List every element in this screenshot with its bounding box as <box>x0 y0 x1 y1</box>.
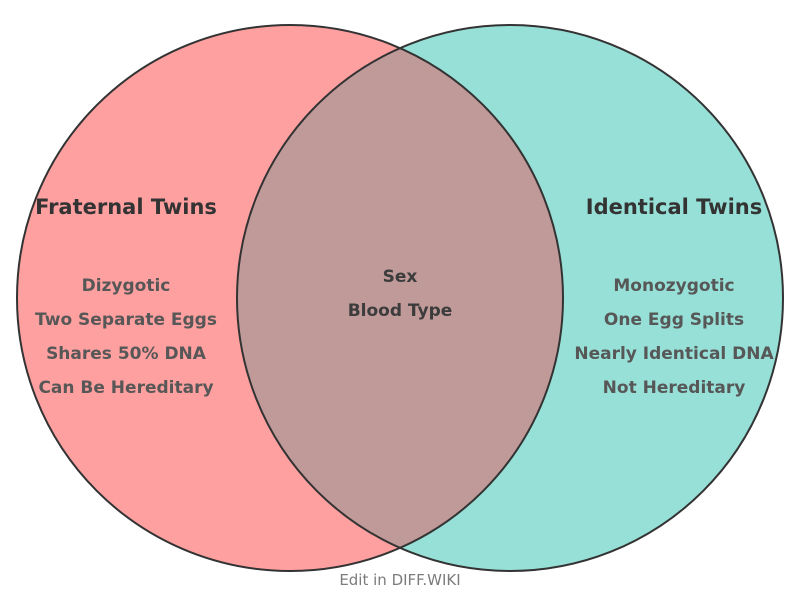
list-item: Can Be Hereditary <box>38 378 214 398</box>
list-item: Shares 50% DNA <box>46 344 206 364</box>
left-circle-outline <box>16 24 564 572</box>
list-item: One Egg Splits <box>603 310 745 330</box>
left-set-items: Dizygotic Two Separate Eggs Shares 50% D… <box>6 269 246 405</box>
edit-watermark: Edit in DIFF.WIKI <box>339 571 461 589</box>
left-set-title: Fraternal Twins <box>35 195 217 219</box>
list-item: Monozygotic <box>613 276 735 296</box>
right-circle-outline <box>236 24 784 572</box>
right-set-items: Monozygotic One Egg Splits Nearly Identi… <box>554 269 794 405</box>
right-set-title: Identical Twins <box>585 195 763 219</box>
list-item: Not Hereditary <box>602 378 746 398</box>
list-item: Blood Type <box>347 301 453 321</box>
intersection-region <box>237 25 563 571</box>
intersection-items: Sex Blood Type <box>300 260 500 328</box>
list-item: Nearly Identical DNA <box>574 344 774 364</box>
list-item: Dizygotic <box>81 276 171 296</box>
list-item: Sex <box>382 267 418 287</box>
list-item: Two Separate Eggs <box>35 310 217 330</box>
